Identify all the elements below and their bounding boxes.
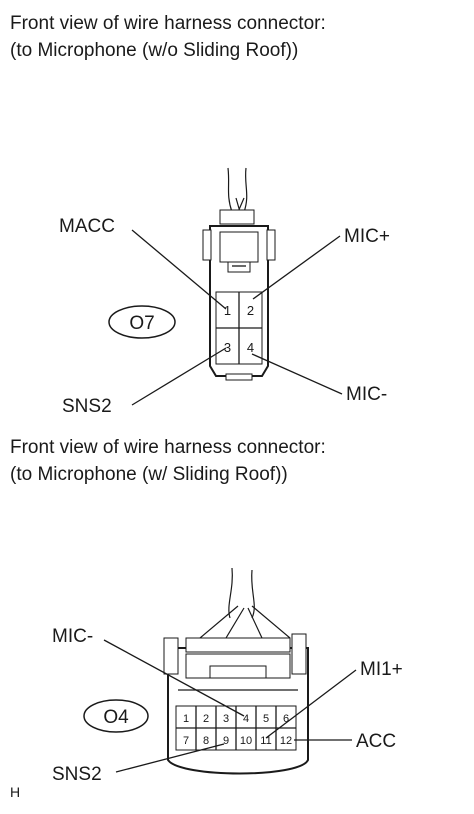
leader-mi1-plus <box>265 669 357 739</box>
pin-5: 5 <box>263 713 269 725</box>
label-acc: ACC <box>356 731 396 752</box>
wire <box>251 569 255 619</box>
connector-id-badge <box>83 699 149 733</box>
caption-line-2: (to Microphone (w/ Sliding Roof)) <box>10 464 288 485</box>
latch-key <box>209 665 267 679</box>
pin-1: 1 <box>183 713 189 725</box>
leader-mic-minus <box>251 353 343 395</box>
pin-8: 8 <box>203 735 209 747</box>
pin-4: 4 <box>247 340 254 355</box>
pin-6: 6 <box>283 713 289 725</box>
connector-id: O4 <box>103 707 129 728</box>
caption-connector-o4: Front view of wire harness connector: (t… <box>10 434 326 488</box>
caption-line-1: Front view of wire harness connector: <box>10 437 326 458</box>
label-mic-minus: MIC- <box>52 626 93 647</box>
label-mic-plus: MIC+ <box>344 226 390 247</box>
leader-mic-minus <box>103 639 245 717</box>
pin-4: 4 <box>243 713 249 725</box>
pin-2: 2 <box>247 303 254 318</box>
pin-11: 11 <box>260 735 271 747</box>
wire-boot <box>219 209 255 225</box>
pin-3: 3 <box>224 340 231 355</box>
pin-12: 12 <box>280 735 292 747</box>
latch-key <box>227 261 251 273</box>
side-tab <box>266 229 276 261</box>
wire-fan <box>199 605 291 639</box>
latch <box>185 637 291 653</box>
side-tab <box>202 229 212 261</box>
pin-2: 2 <box>203 713 209 725</box>
side-tab <box>291 633 307 675</box>
wire <box>227 167 233 213</box>
leader-macc <box>131 229 227 310</box>
pin-9: 9 <box>223 735 229 747</box>
caption-line-2: (to Microphone (w/o Sliding Roof)) <box>10 40 299 61</box>
connector-o7: 1 2 3 4 O7 MACC MIC+ SNS2 MIC- <box>59 167 390 417</box>
latch <box>219 231 259 263</box>
leader-mic-plus <box>252 235 341 300</box>
pin-10: 10 <box>240 735 252 747</box>
pin-3: 3 <box>223 713 229 725</box>
figure-mark: H <box>10 784 21 800</box>
connector-o4: 1 2 3 4 5 6 7 8 9 10 11 12 O4 MIC- MI1+ … <box>52 567 403 785</box>
leader-sns2 <box>131 347 227 406</box>
label-mi1-plus: MI1+ <box>360 659 403 680</box>
leader-sns2 <box>115 743 225 773</box>
bottom-lip <box>225 373 253 381</box>
caption-connector-o7: Front view of wire harness connector: (t… <box>10 10 326 64</box>
grid-dividers <box>176 706 296 750</box>
label-mic-minus: MIC- <box>346 384 387 405</box>
wire <box>243 167 248 213</box>
pin-1: 1 <box>224 303 231 318</box>
connector-id-badge <box>108 305 176 339</box>
connector-id: O7 <box>129 313 154 334</box>
pin-7: 7 <box>183 735 189 747</box>
label-macc: MACC <box>59 216 115 237</box>
label-sns2: SNS2 <box>52 764 102 785</box>
caption-line-1: Front view of wire harness connector: <box>10 13 326 34</box>
wire <box>228 567 233 619</box>
label-sns2: SNS2 <box>62 396 112 417</box>
side-tab <box>163 637 179 675</box>
